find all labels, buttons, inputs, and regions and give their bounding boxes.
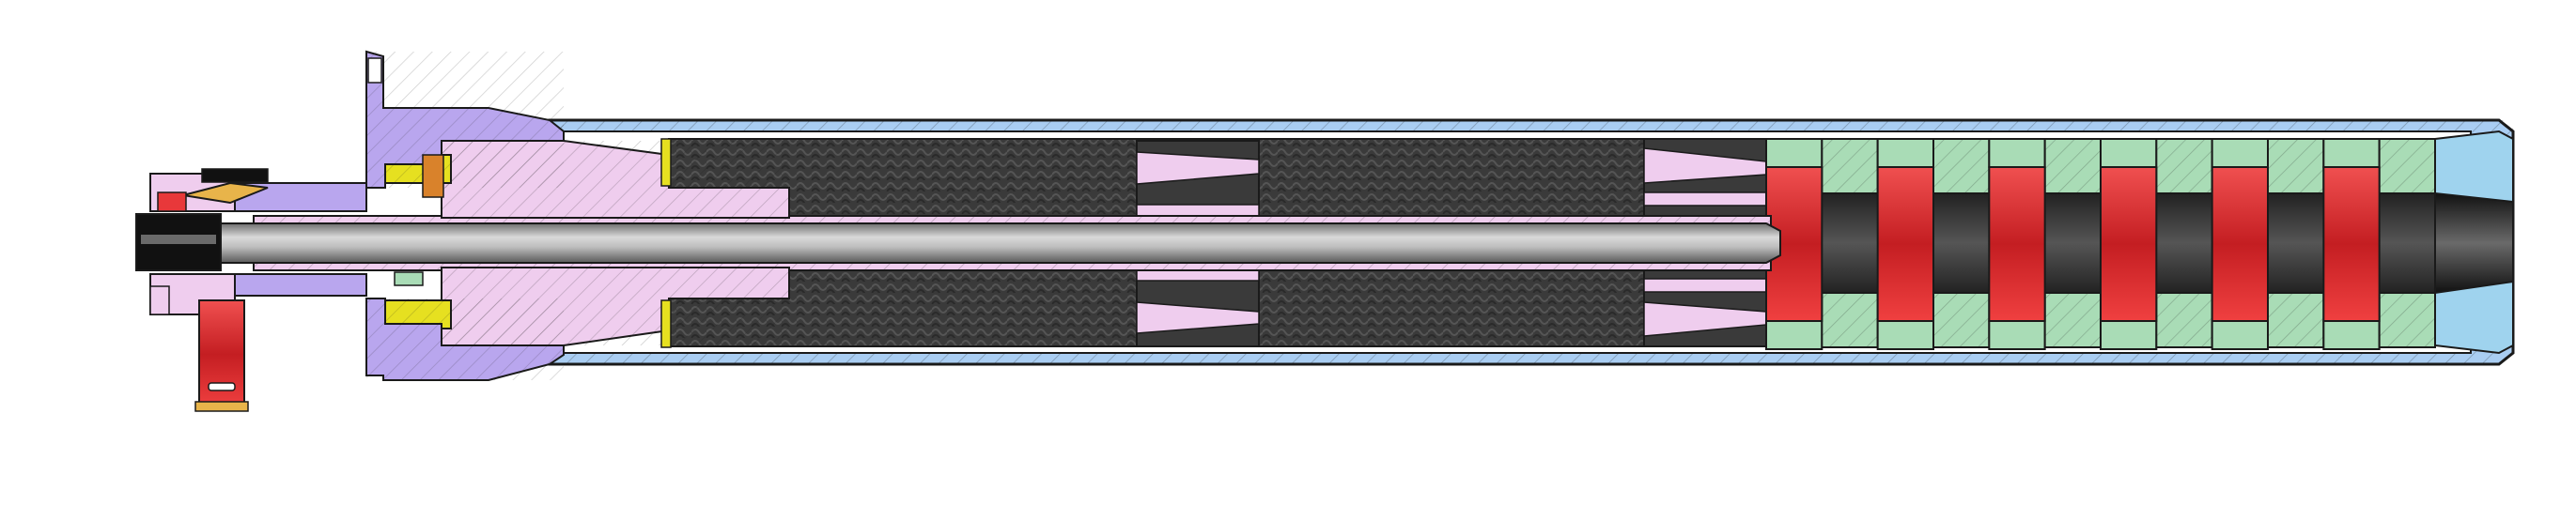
- purple-flange-top-hatch: [366, 52, 564, 188]
- red-segment: [2322, 166, 2381, 322]
- coupler-2-top-ring: [1643, 191, 1767, 207]
- coupler-1-top-cone: [1136, 151, 1260, 185]
- left-assembly: [135, 154, 444, 412]
- left-handle-slot: [208, 382, 236, 391]
- center-rod-body: [135, 222, 1781, 264]
- green-ring-cap-bottom: [1765, 320, 1823, 350]
- green-ring-hatch: [2268, 139, 2324, 193]
- green-ring-cap-top: [2211, 138, 2270, 168]
- carbon-sleeve-top-2: [1258, 138, 1645, 219]
- green-ring-cap-bottom: [2322, 320, 2381, 350]
- green-ring-cap-bottom: [1876, 320, 1934, 350]
- yellow-strip-top: [660, 138, 672, 187]
- coupler-1: [1136, 138, 1260, 347]
- carbon-sleeve-bottom-2: [1258, 267, 1645, 347]
- coupler-1-bottom-cone: [1136, 301, 1260, 334]
- green-ring-cap-top: [1876, 138, 1934, 168]
- left-red-handle: [198, 299, 245, 409]
- red-segment: [2211, 166, 2270, 322]
- green-ring-cap-top: [1988, 138, 2046, 168]
- green-ring-cap-bottom: [2100, 320, 2158, 350]
- left-purple-collar-bottom: [234, 273, 367, 297]
- left-small-green: [394, 271, 424, 286]
- green-ring-hatch: [2044, 139, 2101, 193]
- green-ring-hatch: [1933, 293, 1990, 347]
- green-ring-hatch: [2156, 139, 2212, 193]
- yellow-strip-bottom: [660, 299, 672, 348]
- left-handle-base: [194, 401, 249, 412]
- red-segment: [1876, 166, 1934, 322]
- green-ring-hatch: [2268, 293, 2324, 347]
- coupler-2-bottom-ring: [1643, 278, 1767, 293]
- green-ring-hatch: [2379, 293, 2435, 347]
- flange-cap-block: [367, 57, 382, 84]
- green-ring-hatch: [1933, 139, 1990, 193]
- green-ring-hatch: [2156, 293, 2212, 347]
- green-ring-hatch: [2044, 293, 2101, 347]
- green-rings: [1765, 138, 2437, 350]
- red-segment: [1988, 166, 2046, 322]
- left-lever: [182, 181, 269, 205]
- left-upper-gear: [422, 154, 444, 198]
- green-ring-cap-top: [2322, 138, 2381, 168]
- green-ring-cap-bottom: [1988, 320, 2046, 350]
- coupler-2: [1643, 138, 1767, 347]
- purple-flange: [365, 50, 565, 381]
- left-black-bracket: [201, 168, 269, 183]
- green-ring-cap-top: [1765, 138, 1823, 168]
- left-red-block: [157, 191, 187, 212]
- center-rod: [135, 222, 1781, 264]
- green-ring-hatch: [1822, 293, 1878, 347]
- red-segment: [2100, 166, 2158, 322]
- green-ring-hatch: [1822, 139, 1878, 193]
- green-ring-hatch: [2379, 139, 2435, 193]
- left-lower-pink: [149, 285, 170, 315]
- end-cap: [2434, 130, 2514, 355]
- green-ring-cap-bottom: [2211, 320, 2270, 350]
- left-hub-highlight: [141, 235, 216, 244]
- green-ring-cap-top: [2100, 138, 2158, 168]
- end-cap-tip: [2434, 191, 2514, 295]
- purple-flange-bottom-hatch: [366, 298, 564, 380]
